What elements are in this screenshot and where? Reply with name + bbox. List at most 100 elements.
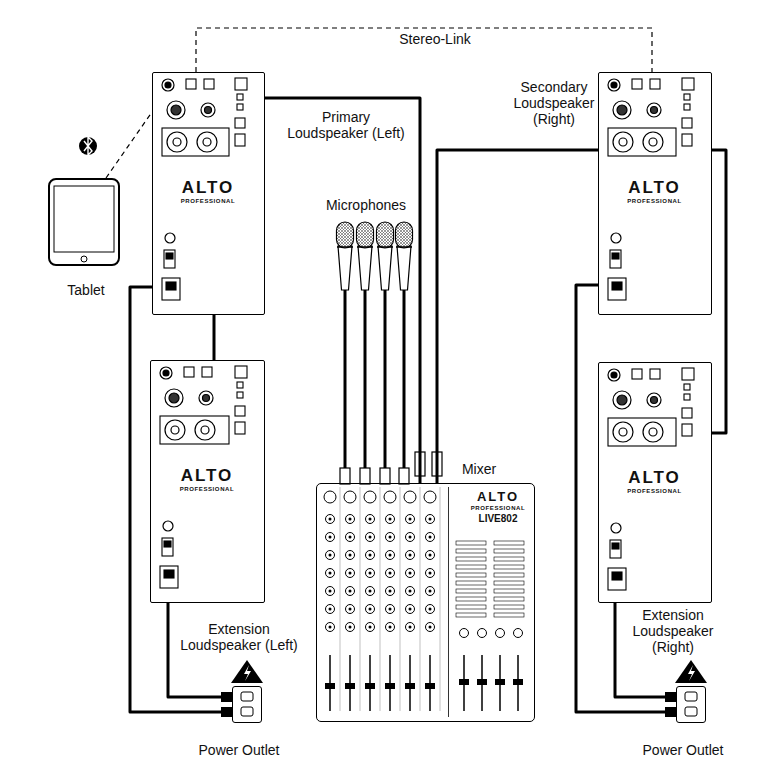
illustration-part — [617, 395, 627, 405]
brand-subtitle: PROFESSIONAL — [465, 505, 531, 512]
illustration-part — [385, 683, 395, 689]
illustration-part — [165, 233, 175, 243]
illustration-part — [162, 79, 174, 91]
brand-logo: ALTO — [599, 179, 710, 197]
illustration-part — [167, 101, 185, 119]
illustration-part — [400, 487, 401, 711]
illustration-part — [326, 623, 335, 632]
illustration-part — [340, 487, 341, 711]
connector-label: Stereo-Link — [396, 31, 474, 47]
illustration-part — [369, 518, 372, 521]
illustration-part — [426, 515, 435, 524]
illustration-part — [346, 623, 355, 632]
illustration-part — [632, 369, 642, 379]
audio-cable — [712, 150, 726, 433]
illustration-part — [429, 590, 432, 593]
illustration-part — [326, 605, 335, 614]
illustration-part — [514, 629, 523, 638]
illustration-part — [389, 536, 392, 539]
illustration-part — [326, 587, 335, 596]
brand-logo: ALTO — [151, 467, 263, 485]
illustration-part — [326, 569, 335, 578]
illustration-part — [384, 491, 396, 503]
illustration-part — [685, 692, 697, 701]
illustration-part — [409, 518, 412, 521]
illustration-part — [429, 554, 432, 557]
brand-logo: ALTO — [599, 469, 710, 487]
illustration-part — [649, 138, 657, 146]
illustration-part — [349, 518, 352, 521]
illustration-part — [389, 572, 392, 575]
illustration-part — [54, 186, 114, 252]
illustration-part — [386, 623, 395, 632]
illustration-part — [685, 707, 697, 716]
illustration-part — [346, 569, 355, 578]
illustration-part — [366, 515, 375, 524]
illustration-part — [406, 569, 415, 578]
illustration-part — [231, 660, 263, 683]
illustration-part — [366, 551, 375, 560]
illustration-part — [684, 104, 690, 110]
illustration-part — [643, 132, 663, 152]
illustration-part — [494, 557, 524, 561]
illustration-part — [406, 623, 415, 632]
illustration-part — [160, 367, 172, 379]
illustration-part — [494, 573, 524, 577]
brand-subtitle: PROFESSIONAL — [599, 198, 710, 205]
illustration-part — [494, 605, 524, 609]
tablet: Tablet — [48, 178, 120, 266]
illustration-part — [460, 629, 469, 638]
illustration-part — [612, 253, 619, 259]
power-outlet: Power Outlet — [232, 686, 262, 723]
illustration-part — [440, 487, 441, 711]
illustration-part — [632, 79, 642, 89]
illustration-part — [386, 551, 395, 560]
illustration-part — [608, 369, 620, 381]
secondary-loudspeaker: Secondary Loudspeaker (Right)ALTOPROFESS… — [598, 72, 712, 315]
illustration-part — [612, 543, 619, 549]
illustration-part — [651, 397, 658, 404]
illustration-part — [164, 570, 174, 578]
illustration-part — [426, 605, 435, 614]
illustration-part — [613, 391, 631, 409]
node-caption: Extension Loudspeaker (Left) — [177, 621, 301, 653]
brand-subtitle: PROFESSIONAL — [153, 198, 263, 205]
illustration-part — [477, 679, 487, 685]
illustration-part — [406, 533, 415, 542]
illustration-part — [684, 394, 690, 400]
illustration-part — [608, 79, 620, 91]
illustration-part — [389, 554, 392, 557]
illustration-part — [241, 707, 253, 716]
illustration-part — [684, 94, 690, 100]
illustration-part — [329, 590, 332, 593]
illustration-part — [349, 590, 352, 593]
illustration-part — [650, 369, 660, 379]
illustration-part — [682, 78, 694, 90]
node-caption: Tablet — [41, 282, 131, 298]
illustration-part — [349, 572, 352, 575]
brand-subtitle: PROFESSIONAL — [151, 486, 263, 493]
illustration-part — [235, 422, 245, 434]
illustration-part — [244, 665, 251, 681]
group-label: Microphones — [323, 197, 409, 213]
illustration-part — [81, 256, 87, 262]
illustration-part — [386, 587, 395, 596]
illustration-part — [365, 683, 375, 689]
illustration-part — [424, 491, 436, 503]
illustration-part — [389, 518, 392, 521]
illustration-part — [456, 581, 486, 585]
bluetooth-link — [106, 112, 152, 178]
illustration-part — [364, 491, 376, 503]
illustration-part — [369, 626, 372, 629]
illustration-part — [203, 138, 211, 146]
illustration-part — [429, 536, 432, 539]
illustration-part — [682, 118, 692, 128]
illustration-part — [169, 393, 179, 403]
illustration-part — [494, 597, 524, 601]
illustration-part — [613, 101, 631, 119]
illustration-part — [406, 587, 415, 596]
illustration-part — [495, 679, 505, 685]
illustration-part — [377, 222, 394, 484]
illustration-part — [165, 420, 185, 440]
